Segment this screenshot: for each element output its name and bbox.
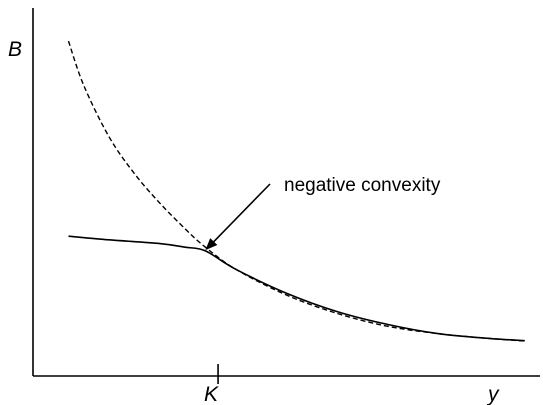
annotation-arrow-head-0 [205, 238, 218, 251]
x-ticks: K [204, 364, 219, 405]
series-layer [67, 40, 525, 342]
annotation-layer: negative convexity [205, 175, 441, 251]
axes [32, 8, 540, 377]
annotation-label-0: negative convexity [284, 175, 441, 196]
x-axis-label: y [486, 383, 500, 405]
annotation-arrow-shaft-0 [208, 183, 271, 247]
y-axis-label: B [8, 38, 22, 61]
x-tick-label-0: K [204, 383, 219, 405]
series-1-solid-curve [68, 235, 525, 342]
